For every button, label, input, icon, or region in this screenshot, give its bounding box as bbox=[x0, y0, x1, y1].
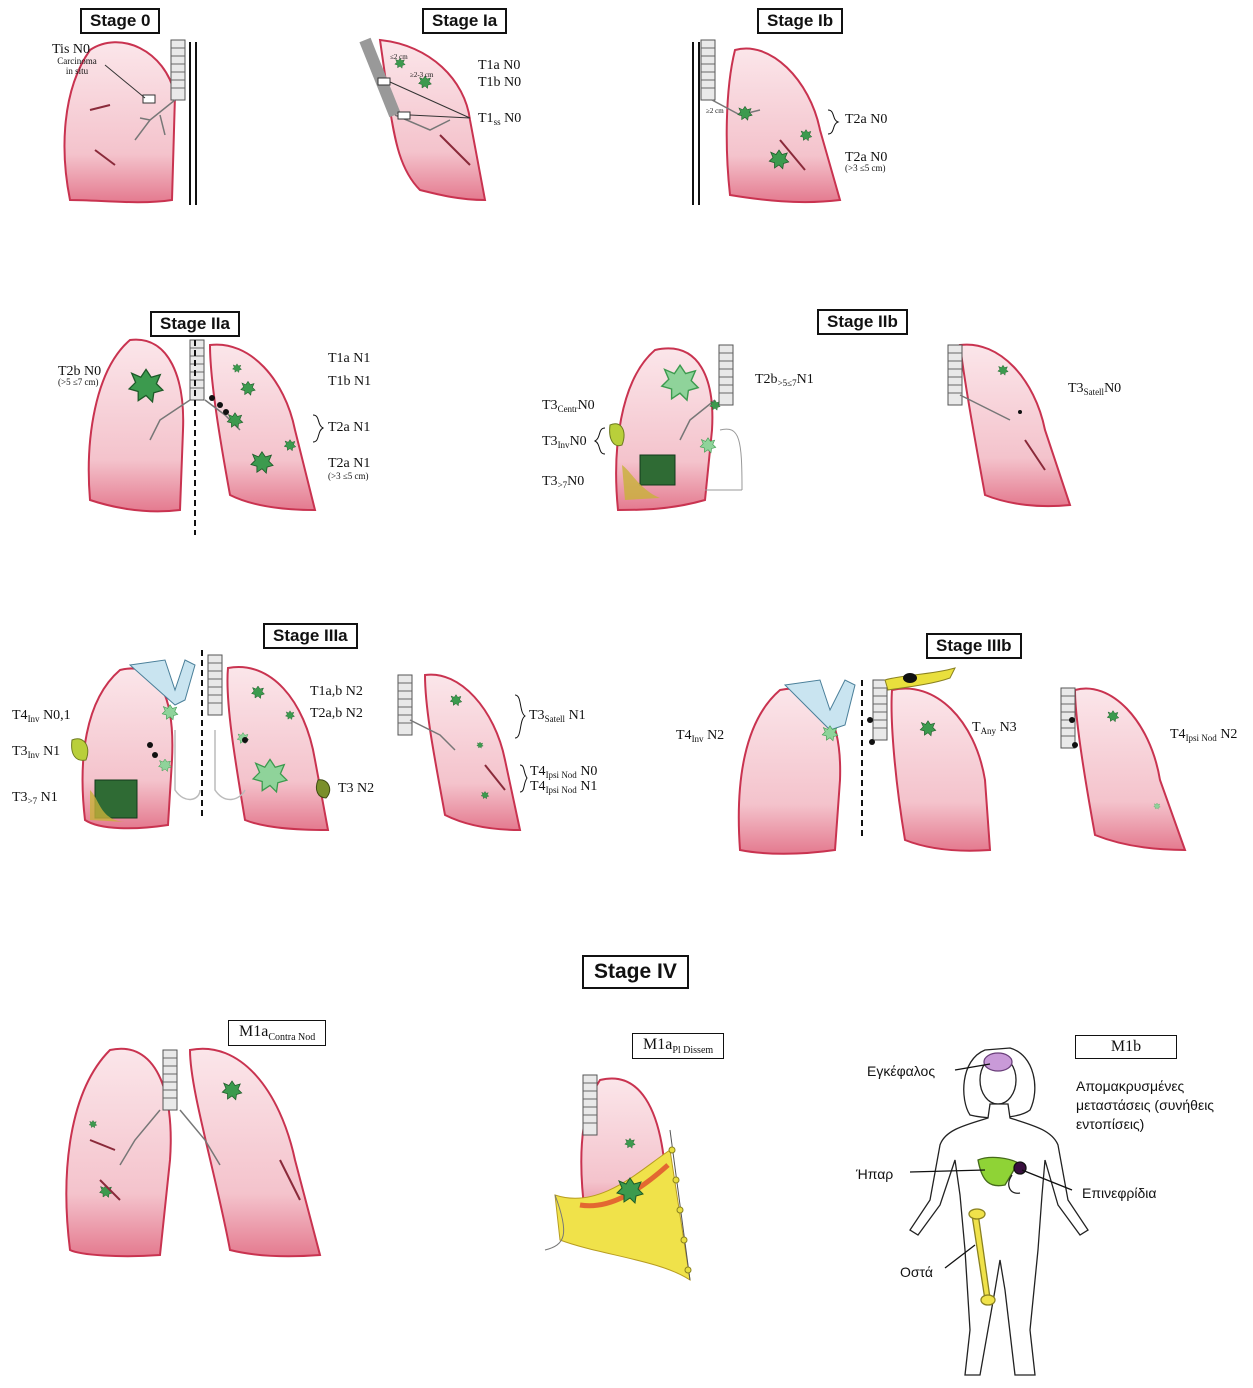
stage2b-inv-label: T3InvN0 bbox=[542, 434, 587, 453]
stage2b-lungs bbox=[610, 345, 1070, 510]
stage1b-size: ≥2 cm bbox=[706, 106, 724, 116]
stage3a-title: Stage IIIa bbox=[263, 623, 358, 649]
stage4-contra-lungs bbox=[66, 1049, 320, 1256]
brain-label: Εγκέφαλος bbox=[867, 1062, 935, 1081]
stage2a-lungs bbox=[89, 330, 315, 535]
stage1b-t2a-label: T2a N0 bbox=[845, 112, 887, 128]
stage1b-t2a2-note: (>3 ≤5 cm) bbox=[845, 163, 886, 173]
stage3b-t4inv-label: T4Inv N2 bbox=[676, 728, 724, 747]
m1b-box: M1b bbox=[1075, 1035, 1177, 1059]
stage3b-title: Stage IIIb bbox=[926, 633, 1022, 659]
stage3b-lungs bbox=[739, 668, 1185, 854]
stage0-carcinoma-label: Carcinoma in situ bbox=[54, 56, 100, 76]
stage1a-t1b-label: T1b N0 bbox=[478, 75, 521, 91]
stage3b-tany-label: TAny N3 bbox=[972, 720, 1017, 739]
stage3a-t4inv-label: T4Inv N0,1 bbox=[12, 708, 71, 727]
human-figure bbox=[910, 1048, 1088, 1375]
distant-metastases-label: Απομακρυσμένες μεταστάσεις (συνήθεις εντ… bbox=[1076, 1077, 1236, 1134]
stage4-pleural-lung bbox=[545, 1075, 691, 1280]
stage2b-gt7-label: T3>7N0 bbox=[542, 474, 584, 493]
stage2a-t2b-note: (>5 ≤7 cm) bbox=[58, 377, 99, 387]
stage1a-t1ss-label: T1ss N0 bbox=[478, 111, 521, 130]
m1a-pleural-box: M1aPl Dissem bbox=[632, 1033, 724, 1059]
stage1a-size1: ≤2 cm bbox=[390, 52, 408, 62]
stage2a-title: Stage IIa bbox=[150, 311, 240, 337]
stage2a-t2a2-label: T2a N1 bbox=[328, 456, 370, 472]
stage3a-ipsi2-label: T4Ipsi Nod N1 bbox=[530, 779, 597, 798]
stage1a-t1a-label: T1a N0 bbox=[478, 58, 520, 74]
stage1b-title: Stage Ib bbox=[757, 8, 843, 34]
stage0-title: Stage 0 bbox=[80, 8, 160, 34]
stage2a-t2a-label: T2a N1 bbox=[328, 420, 370, 436]
stage3a-t3gt7-label: T3>7 N1 bbox=[12, 790, 58, 809]
adrenal-label: Επινεφρίδια bbox=[1082, 1184, 1157, 1203]
liver-label: Ήπαρ bbox=[856, 1165, 893, 1184]
stage3a-lungs bbox=[72, 650, 520, 830]
stage2b-centr-label: T3CentrN0 bbox=[542, 398, 595, 417]
m1a-contra-box: M1aContra Nod bbox=[228, 1020, 326, 1046]
stage2a-t1a-label: T1a N1 bbox=[328, 351, 370, 367]
stage2b-t2b-label: T2b>5≤7N1 bbox=[755, 372, 814, 391]
bones-label: Οστά bbox=[900, 1263, 933, 1282]
stage3a-t1ab-label: T1a,b N2 bbox=[310, 684, 363, 700]
stage2a-t1b-label: T1b N1 bbox=[328, 374, 371, 390]
stage2a-t2a2-note: (>3 ≤5 cm) bbox=[328, 471, 369, 481]
stage2b-title: Stage IIb bbox=[817, 309, 908, 335]
stage4-title: Stage IV bbox=[582, 955, 689, 989]
stage1a-title: Stage Ia bbox=[422, 8, 507, 34]
stage1a-size2: ≥2-3 cm bbox=[410, 70, 433, 80]
stage3a-satell-label: T3Satell N1 bbox=[529, 708, 586, 727]
stage3a-t3n2-label: T3 N2 bbox=[338, 781, 374, 797]
stage2b-satell-label: T3SatellN0 bbox=[1068, 381, 1121, 400]
stage1a-lung bbox=[365, 40, 485, 200]
stage3a-t2ab-label: T2a,b N2 bbox=[310, 706, 363, 722]
stage1b-lung bbox=[693, 40, 840, 205]
stage3b-ipsi-label: T4Ipsi Nod N2 bbox=[1170, 727, 1237, 746]
stage3a-t3inv-label: T3Inv N1 bbox=[12, 744, 60, 763]
